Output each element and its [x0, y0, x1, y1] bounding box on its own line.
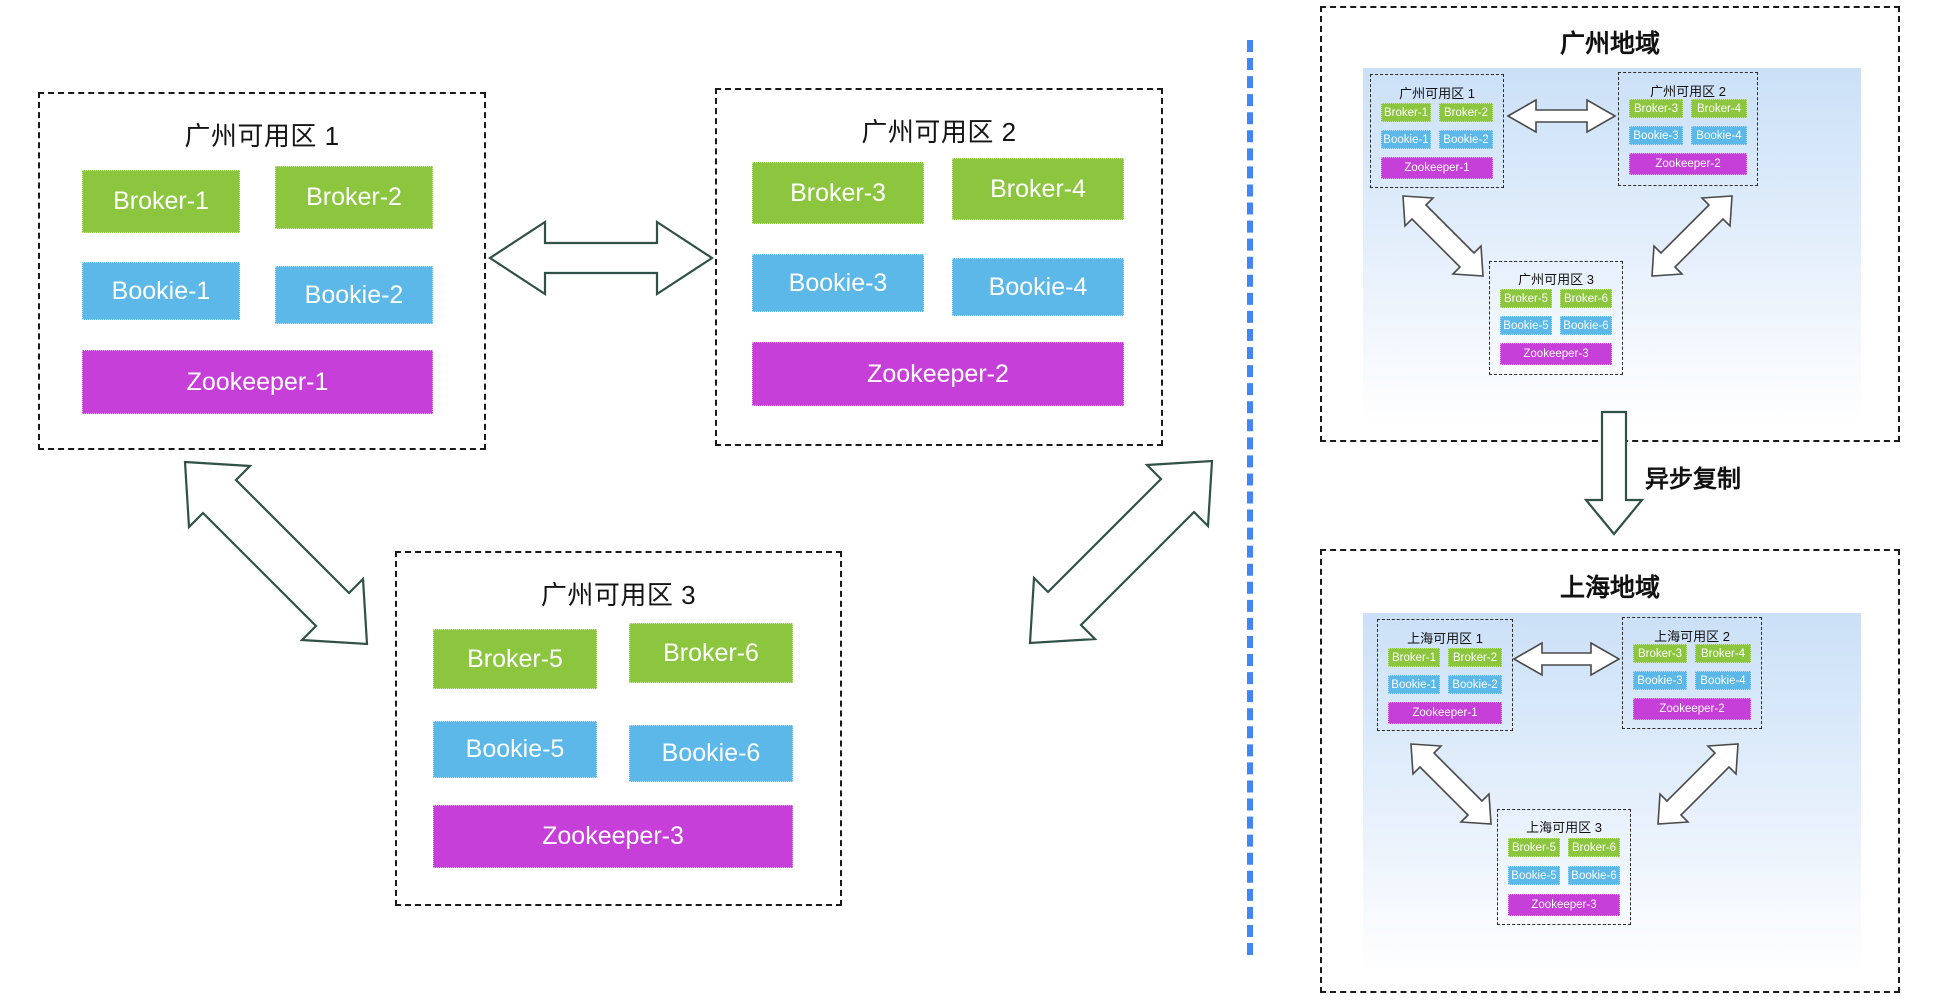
- zone-gz-mini-az-2[interactable]: 广州可用区 2 Broker-3 Broker-4 Bookie-3 Booki…: [1618, 72, 1758, 186]
- zone-title: 广州可用区 1: [1399, 86, 1475, 101]
- node-bookie-4[interactable]: Bookie-4: [952, 258, 1124, 316]
- region-shanghai[interactable]: 上海地域 上海可用区 1 Broker-1 Broker-2 Bookie-1 …: [1320, 549, 1900, 993]
- node-bookie-5[interactable]: Bookie-5: [433, 721, 597, 778]
- node-bookie-6[interactable]: Bookie-6: [1568, 866, 1620, 885]
- node-bookie-3[interactable]: Bookie-3: [752, 254, 924, 312]
- node-broker-3[interactable]: Broker-3: [1629, 99, 1683, 118]
- node-broker-5[interactable]: Broker-5: [433, 629, 597, 689]
- node-zookeeper-1[interactable]: Zookeeper-1: [82, 350, 433, 414]
- node-zookeeper-3[interactable]: Zookeeper-3: [1500, 343, 1612, 365]
- zone-title: 广州可用区 2: [1650, 84, 1726, 99]
- node-broker-4[interactable]: Broker-4: [1695, 644, 1751, 663]
- node-broker-1[interactable]: Broker-1: [1388, 648, 1440, 667]
- node-zookeeper-2[interactable]: Zookeeper-2: [1629, 153, 1747, 175]
- zone-title: 广州可用区 3: [540, 580, 697, 610]
- node-zookeeper-2[interactable]: Zookeeper-2: [752, 342, 1124, 406]
- node-broker-5[interactable]: Broker-5: [1508, 838, 1560, 857]
- node-broker-3[interactable]: Broker-3: [1633, 644, 1687, 663]
- node-broker-2[interactable]: Broker-2: [1439, 103, 1493, 122]
- zone-title: 上海可用区 3: [1526, 820, 1602, 835]
- node-zookeeper-3[interactable]: Zookeeper-3: [1508, 894, 1620, 916]
- zone-title: 上海可用区 1: [1407, 631, 1483, 646]
- zone-sh-mini-az-1[interactable]: 上海可用区 1 Broker-1 Broker-2 Bookie-1 Booki…: [1377, 619, 1513, 731]
- left-detail-panel: 广州可用区 1 Broker-1 Broker-2 Bookie-1 Booki…: [38, 88, 1214, 906]
- region-title: 广州地域: [1559, 30, 1660, 58]
- node-bookie-2[interactable]: Bookie-2: [275, 266, 433, 324]
- right-overview-panel: 广州地域 广州可用区 1 Broker-1 Broker-2 Bookie-1 …: [1245, 0, 1946, 1002]
- node-broker-6[interactable]: Broker-6: [1568, 838, 1620, 857]
- panel-divider: [1247, 40, 1253, 955]
- node-zookeeper-2[interactable]: Zookeeper-2: [1633, 698, 1751, 720]
- node-bookie-1[interactable]: Bookie-1: [82, 262, 240, 320]
- node-broker-6[interactable]: Broker-6: [1560, 289, 1612, 308]
- region-guangzhou[interactable]: 广州地域 广州可用区 1 Broker-1 Broker-2 Bookie-1 …: [1320, 6, 1900, 442]
- connector-az2-az3-icon: [1028, 459, 1214, 645]
- async-replication-label: 异步复制: [1645, 466, 1741, 493]
- node-broker-6[interactable]: Broker-6: [629, 623, 793, 683]
- zone-sh-mini-az-2[interactable]: 上海可用区 2 Broker-3 Broker-4 Bookie-3 Booki…: [1622, 617, 1762, 729]
- node-broker-1[interactable]: Broker-1: [1381, 103, 1431, 122]
- node-broker-2[interactable]: Broker-2: [1448, 648, 1502, 667]
- node-bookie-2[interactable]: Bookie-2: [1448, 675, 1502, 694]
- zone-title: 上海可用区 2: [1654, 629, 1730, 644]
- node-bookie-1[interactable]: Bookie-1: [1381, 130, 1431, 149]
- node-bookie-6[interactable]: Bookie-6: [629, 725, 793, 782]
- region-title: 上海地域: [1559, 574, 1660, 602]
- node-broker-2[interactable]: Broker-2: [275, 166, 433, 229]
- node-bookie-6[interactable]: Bookie-6: [1560, 316, 1612, 335]
- node-broker-1[interactable]: Broker-1: [82, 170, 240, 233]
- zone-gz-az-2[interactable]: 广州可用区 2 Broker-3 Broker-4 Bookie-3 Booki…: [715, 88, 1163, 446]
- zone-sh-mini-az-3[interactable]: 上海可用区 3 Broker-5 Broker-6 Bookie-5 Booki…: [1497, 809, 1631, 925]
- node-bookie-1[interactable]: Bookie-1: [1388, 675, 1440, 694]
- node-bookie-2[interactable]: Bookie-2: [1439, 130, 1493, 149]
- node-bookie-3[interactable]: Bookie-3: [1629, 126, 1683, 145]
- node-broker-3[interactable]: Broker-3: [752, 162, 924, 224]
- node-broker-5[interactable]: Broker-5: [1500, 289, 1552, 308]
- node-zookeeper-1[interactable]: Zookeeper-1: [1388, 702, 1502, 724]
- node-bookie-5[interactable]: Bookie-5: [1508, 866, 1560, 885]
- zone-title: 广州可用区 3: [1518, 272, 1594, 287]
- zone-gz-az-3[interactable]: 广州可用区 3 Broker-5 Broker-6 Bookie-5 Booki…: [395, 551, 842, 906]
- node-bookie-4[interactable]: Bookie-4: [1695, 671, 1751, 690]
- zone-gz-mini-az-1[interactable]: 广州可用区 1 Broker-1 Broker-2 Bookie-1 Booki…: [1370, 74, 1504, 188]
- node-bookie-4[interactable]: Bookie-4: [1691, 126, 1747, 145]
- connector-az1-az2-icon: [487, 219, 715, 297]
- node-broker-4[interactable]: Broker-4: [1691, 99, 1747, 118]
- zone-title: 广州可用区 2: [861, 117, 1017, 147]
- node-bookie-5[interactable]: Bookie-5: [1500, 316, 1552, 335]
- zone-title: 广州可用区 1: [184, 121, 340, 151]
- node-zookeeper-3[interactable]: Zookeeper-3: [433, 805, 793, 868]
- node-broker-4[interactable]: Broker-4: [952, 158, 1124, 220]
- connector-az1-az3-icon: [183, 460, 369, 646]
- node-bookie-3[interactable]: Bookie-3: [1633, 671, 1687, 690]
- zone-gz-mini-az-3[interactable]: 广州可用区 3 Broker-5 Broker-6 Bookie-5 Booki…: [1489, 261, 1623, 375]
- zone-gz-az-1[interactable]: 广州可用区 1 Broker-1 Broker-2 Bookie-1 Booki…: [38, 92, 486, 450]
- node-zookeeper-1[interactable]: Zookeeper-1: [1381, 157, 1493, 179]
